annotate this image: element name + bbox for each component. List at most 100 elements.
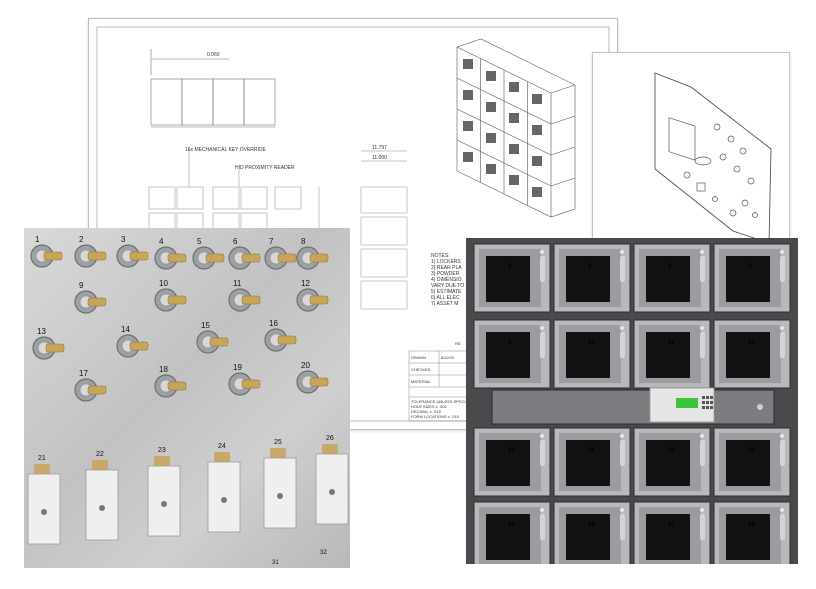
door-window <box>646 440 690 486</box>
key-tag: 26 <box>315 435 349 525</box>
tag-key-head <box>34 464 50 474</box>
key-number: 3 <box>121 235 126 244</box>
locker-number: 9 <box>508 340 512 346</box>
keypad-key <box>706 406 709 409</box>
locker-number: 17 <box>508 448 515 454</box>
locker-door: 28 <box>713 501 791 564</box>
key-number: 12 <box>301 279 310 288</box>
brass-key <box>209 337 229 347</box>
locker-door: 10 <box>553 319 631 389</box>
key-number: 14 <box>121 325 130 334</box>
locker-number: 11 <box>668 340 675 346</box>
note-5: VARY DUE TO <box>431 283 465 289</box>
key-number: 4 <box>159 237 164 246</box>
brass-key <box>167 295 187 305</box>
locker-number: 18 <box>588 448 595 454</box>
locker-door: 4 <box>713 243 791 313</box>
locker-door: 1 <box>473 243 551 313</box>
key-lock: 9 <box>74 281 107 314</box>
key-tag: 23 <box>147 447 181 537</box>
locker-number: 26 <box>588 522 595 528</box>
lock-icon <box>779 433 785 439</box>
tb-checked: CHECKED <box>411 367 431 372</box>
key-tag: 22 <box>85 451 119 541</box>
door-handle <box>540 440 545 466</box>
locker-number: 4 <box>748 264 752 270</box>
key-lock: 18 <box>154 365 187 398</box>
keypad-key <box>702 396 705 399</box>
key-number: 15 <box>201 321 210 330</box>
keypad-key <box>706 401 709 404</box>
locker-door: 18 <box>553 427 631 497</box>
key-number: 8 <box>301 237 306 246</box>
door-handle <box>780 440 785 466</box>
tag-hole <box>99 505 105 511</box>
tag-key-head <box>92 460 108 470</box>
locker-door: 12 <box>713 319 791 389</box>
tag-key-head <box>214 452 230 462</box>
notes-title: NOTES: <box>431 253 450 259</box>
locker-door: 11 <box>633 319 711 389</box>
locker-number: 27 <box>668 522 675 528</box>
lock-icon <box>619 433 625 439</box>
keypad-key <box>710 406 713 409</box>
key-tag: 21 <box>27 455 61 545</box>
locker-door: 27 <box>633 501 711 564</box>
door-window <box>726 514 770 560</box>
door-handle <box>700 332 705 358</box>
locker-door: 19 <box>633 427 711 497</box>
control-panel-housing <box>491 389 775 425</box>
brass-key <box>87 251 107 261</box>
lock-icon <box>699 249 705 255</box>
key-lock: 3 <box>116 235 149 268</box>
key-lock: 7 <box>264 237 297 270</box>
lcd-screen <box>676 398 698 408</box>
door-handle <box>780 514 785 540</box>
note-1: 1) LOCKERS <box>431 259 461 265</box>
key-number: 16 <box>269 319 278 328</box>
tb-date: 6/12/20 <box>441 355 455 360</box>
key-lock: 4 <box>154 237 187 270</box>
tb-tolerance-1: TOLERANCE UNLESS SPECIFIED <box>411 399 475 404</box>
brass-key <box>167 253 187 263</box>
door-window <box>486 440 530 486</box>
lock-icon <box>779 325 785 331</box>
door-window <box>726 332 770 378</box>
brass-key <box>241 379 261 389</box>
tag-hole <box>277 493 283 499</box>
locker-door: 26 <box>553 501 631 564</box>
door-window <box>566 440 610 486</box>
key-tag: 24 <box>207 443 241 533</box>
tag-number: 23 <box>158 447 166 454</box>
key-lock: 12 <box>296 279 329 312</box>
key-lock: 19 <box>228 363 261 396</box>
tag-number: 25 <box>274 439 282 446</box>
bottom-label: 31 <box>272 560 279 566</box>
locker-number: 3 <box>668 264 672 270</box>
door-window <box>486 256 530 302</box>
note-2: 2) REAR PLA <box>431 265 462 271</box>
locker-number: 20 <box>748 448 755 454</box>
key-lock: 10 <box>154 279 187 312</box>
key-lock: 15 <box>196 321 229 354</box>
lock-icon <box>539 325 545 331</box>
key-number: 7 <box>269 237 274 246</box>
locker-door: 20 <box>713 427 791 497</box>
door-handle <box>700 514 705 540</box>
door-window <box>566 514 610 560</box>
door-handle <box>540 514 545 540</box>
key-lock: 14 <box>116 325 149 358</box>
brass-key <box>129 341 149 351</box>
dim-b: 11.000 <box>372 155 387 161</box>
locker-door: 25 <box>473 501 551 564</box>
door-handle <box>540 256 545 282</box>
locker-number: 1 <box>508 264 512 270</box>
lock-icon <box>779 249 785 255</box>
keypad-key <box>710 401 713 404</box>
bottom-label: 32 <box>320 550 327 556</box>
locker-number: 25 <box>508 522 515 528</box>
key-number: 13 <box>37 327 46 336</box>
locker-number: 2 <box>588 264 592 270</box>
